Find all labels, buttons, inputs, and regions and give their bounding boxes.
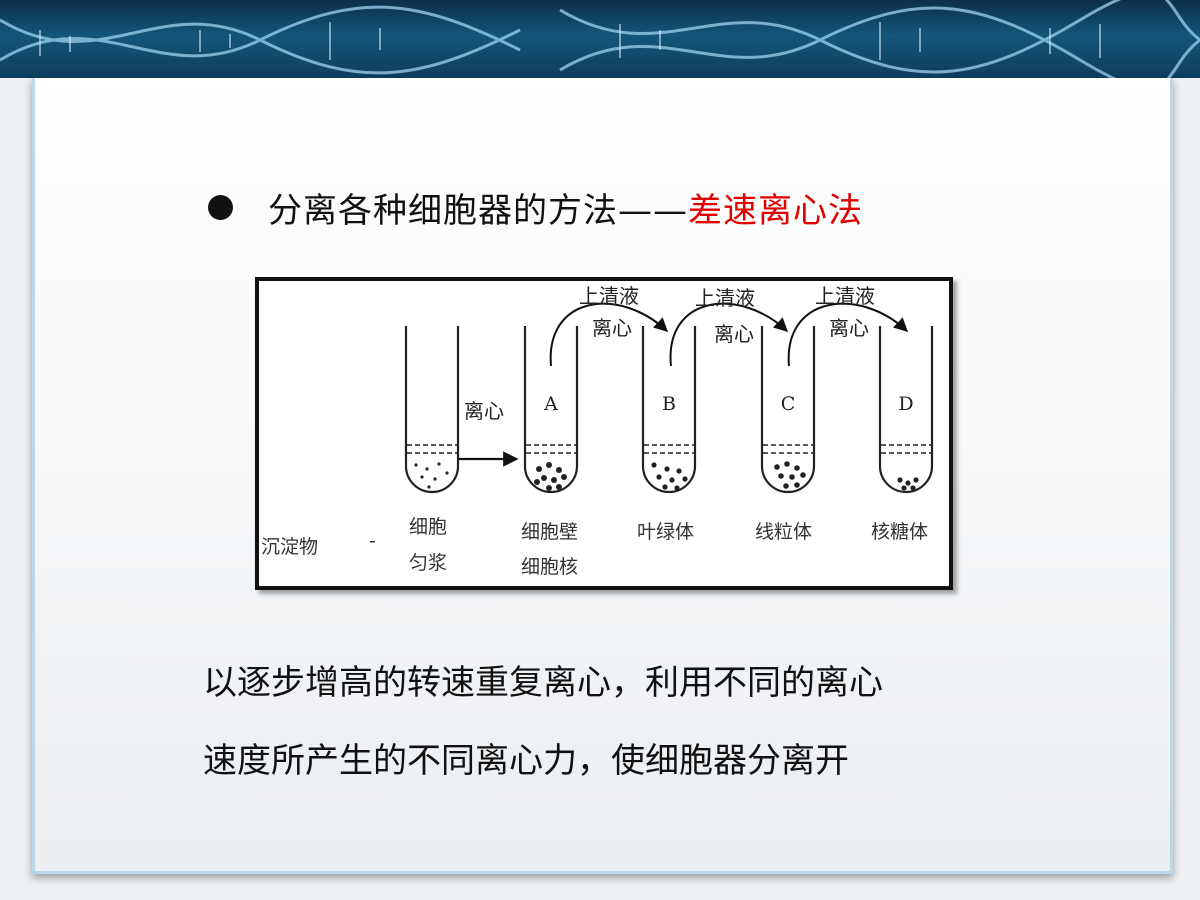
transfer-arrow-2	[669, 302, 789, 367]
dna-helix-decoration	[0, 0, 1200, 78]
slide-title: 分离各种细胞器的方法——差速离心法	[268, 183, 863, 232]
diagram-canvas: 上清液 离心 上清液 离心 上清液 离心 离心 A B C D 沉淀物 - 细胞…	[261, 284, 934, 578]
body-text-line-1: 以逐步增高的转速重复离心，利用不同的离心	[203, 663, 883, 703]
dna-header-banner	[0, 0, 1200, 78]
tube-d-letter: D	[898, 393, 913, 415]
tube-c	[760, 326, 816, 494]
transfer-arrow-1	[549, 302, 669, 367]
bullet-dot	[208, 195, 233, 220]
transfer-1-top: 上清液	[579, 284, 639, 308]
tube-a-label-2: 细胞核	[521, 556, 578, 578]
title-highlight: 差速离心法	[688, 191, 863, 231]
transfer-arrow-3	[787, 302, 909, 367]
homogenate-label-2: 匀浆	[409, 552, 447, 574]
transfer-1-bottom: 离心	[592, 316, 632, 340]
tube-d-label: 核糖体	[871, 521, 928, 543]
sediment-label: 沉淀物	[261, 536, 318, 558]
tube-d	[878, 326, 934, 494]
tube-a	[523, 326, 579, 494]
centrifuge-label: 离心	[464, 399, 504, 423]
homogenate-tube	[404, 326, 460, 494]
transfer-3-bottom: 离心	[829, 316, 869, 340]
transfer-3-top: 上清液	[815, 284, 875, 308]
tube-c-label: 线粒体	[755, 521, 812, 543]
centrifugation-diagram: 上清液 离心 上清液 离心 上清液 离心 离心 A B C D 沉淀物 - 细胞…	[255, 277, 953, 590]
transfer-2-bottom: 离心	[714, 322, 754, 346]
sediment-dash: -	[369, 530, 376, 552]
tube-b-label: 叶绿体	[637, 521, 694, 543]
title-prefix: 分离各种细胞器的方法——	[268, 191, 688, 231]
body-text-line-2: 速度所产生的不同离心力，使细胞器分离开	[203, 741, 849, 781]
tube-a-label-1: 细胞壁	[521, 521, 578, 543]
tube-b	[641, 326, 697, 494]
tube-a-letter: A	[543, 393, 558, 415]
tube-b-letter: B	[662, 393, 676, 415]
tube-c-letter: C	[781, 393, 796, 415]
homogenate-label-1: 细胞	[409, 516, 447, 538]
transfer-2-top: 上清液	[695, 286, 755, 310]
